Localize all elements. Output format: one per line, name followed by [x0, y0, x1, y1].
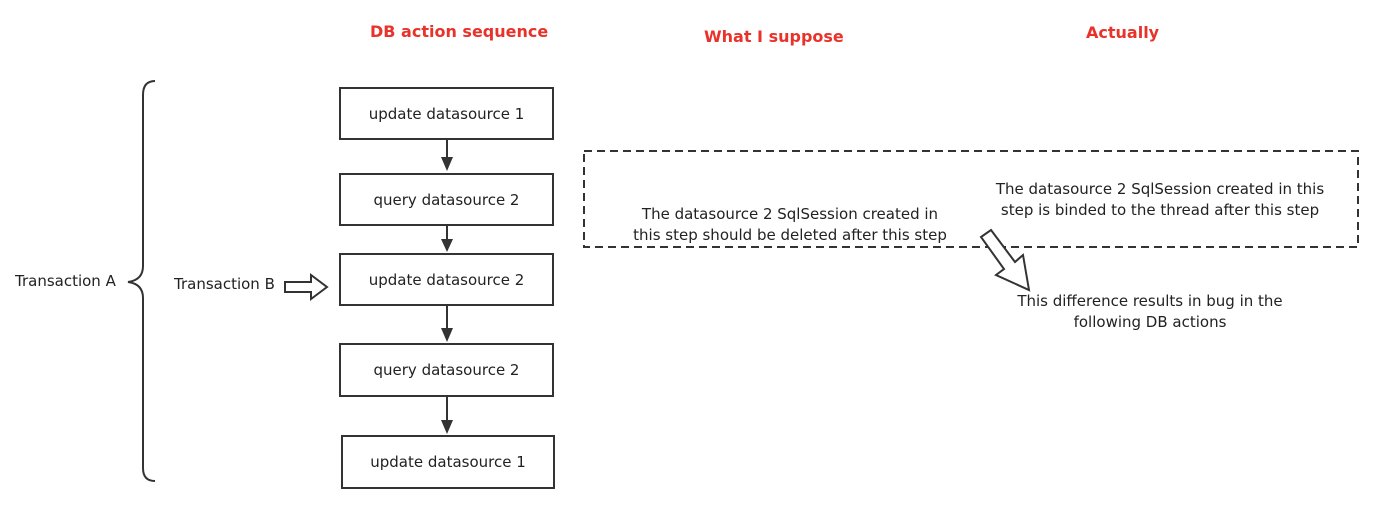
- difference-arrow: [979, 228, 1031, 292]
- transaction-b-arrow: [284, 273, 329, 301]
- result-note-line: following DB actions: [1073, 313, 1227, 331]
- sequence-step-box: update datasource 1: [339, 87, 554, 140]
- header-what-i-suppose: What I suppose: [704, 27, 844, 46]
- actually-note-line: The datasource 2 SqlSession created in t…: [995, 180, 1325, 198]
- sequence-step-box: update datasource 2: [339, 253, 554, 306]
- transaction-a-label: Transaction A: [15, 272, 116, 290]
- result-note-line: This difference results in bug in the: [1017, 292, 1283, 310]
- suppose-note: The datasource 2 SqlSession created in t…: [620, 204, 960, 246]
- sequence-arrow: [441, 397, 453, 434]
- actually-note-line: step is binded to the thread after this …: [1000, 201, 1320, 219]
- sequence-step-box: update datasource 1: [341, 435, 555, 489]
- sequence-arrow: [441, 140, 453, 171]
- sequence-arrow: [441, 226, 453, 252]
- suppose-note-line: this step should be deleted after this s…: [633, 226, 947, 244]
- sequence-arrow: [441, 306, 453, 342]
- comparison-dashed-box: [583, 150, 1359, 248]
- suppose-note-line: The datasource 2 SqlSession created in: [641, 205, 939, 223]
- result-note: This difference results in bug in the fo…: [1000, 291, 1300, 333]
- actually-note: The datasource 2 SqlSession created in t…: [985, 179, 1335, 221]
- sequence-step-box: query datasource 2: [339, 343, 554, 397]
- transaction-a-brace: [127, 80, 156, 482]
- transaction-b-label: Transaction B: [174, 275, 275, 293]
- header-actually: Actually: [1086, 23, 1160, 42]
- header-db-action-sequence: DB action sequence: [370, 22, 549, 41]
- sequence-step-box: query datasource 2: [339, 173, 554, 226]
